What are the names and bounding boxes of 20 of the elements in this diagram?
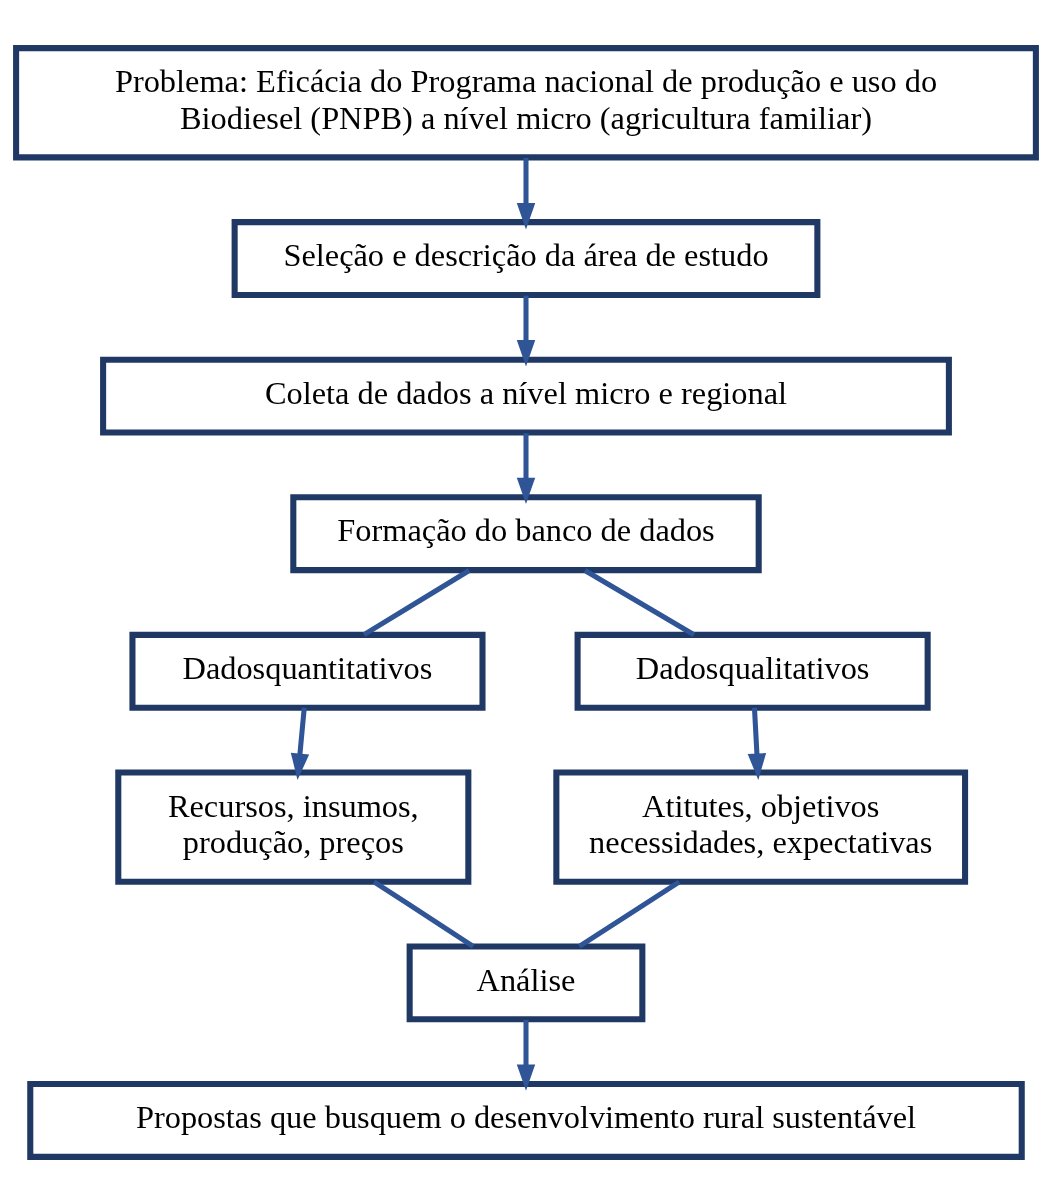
node-box: Dadosqualitativos [574, 631, 931, 711]
connector [372, 879, 475, 948]
node-box: Coleta de dados a nível micro e regional [100, 356, 952, 436]
node-box: Análise [406, 942, 646, 1022]
arrow [516, 157, 536, 229]
arrow [516, 295, 536, 366]
node-box: Propostas que busquem o desenvolvimento rural sustentável [27, 1080, 1025, 1160]
arrow [516, 432, 536, 504]
node-box: Atitutes, objetivos necessidades, expectativas [553, 768, 969, 885]
arrow [290, 707, 310, 780]
node-box: Dadosquantitativos [129, 631, 486, 711]
node-box: Seleção e descrição da área de estudo [231, 218, 821, 298]
connector [577, 879, 681, 948]
arrow [747, 707, 767, 780]
connector [583, 567, 696, 637]
connector [362, 567, 471, 637]
arrow [516, 1019, 536, 1091]
node-box: Problema: Eficácia do Programa nacional de produção e uso do Biodiesel (PNPB) a nível micro (agricultura familiar) [13, 44, 1039, 160]
node-box: Formação do banco de dados [290, 493, 762, 573]
node-box: Recursos, insumos, produção, preços [115, 768, 472, 885]
